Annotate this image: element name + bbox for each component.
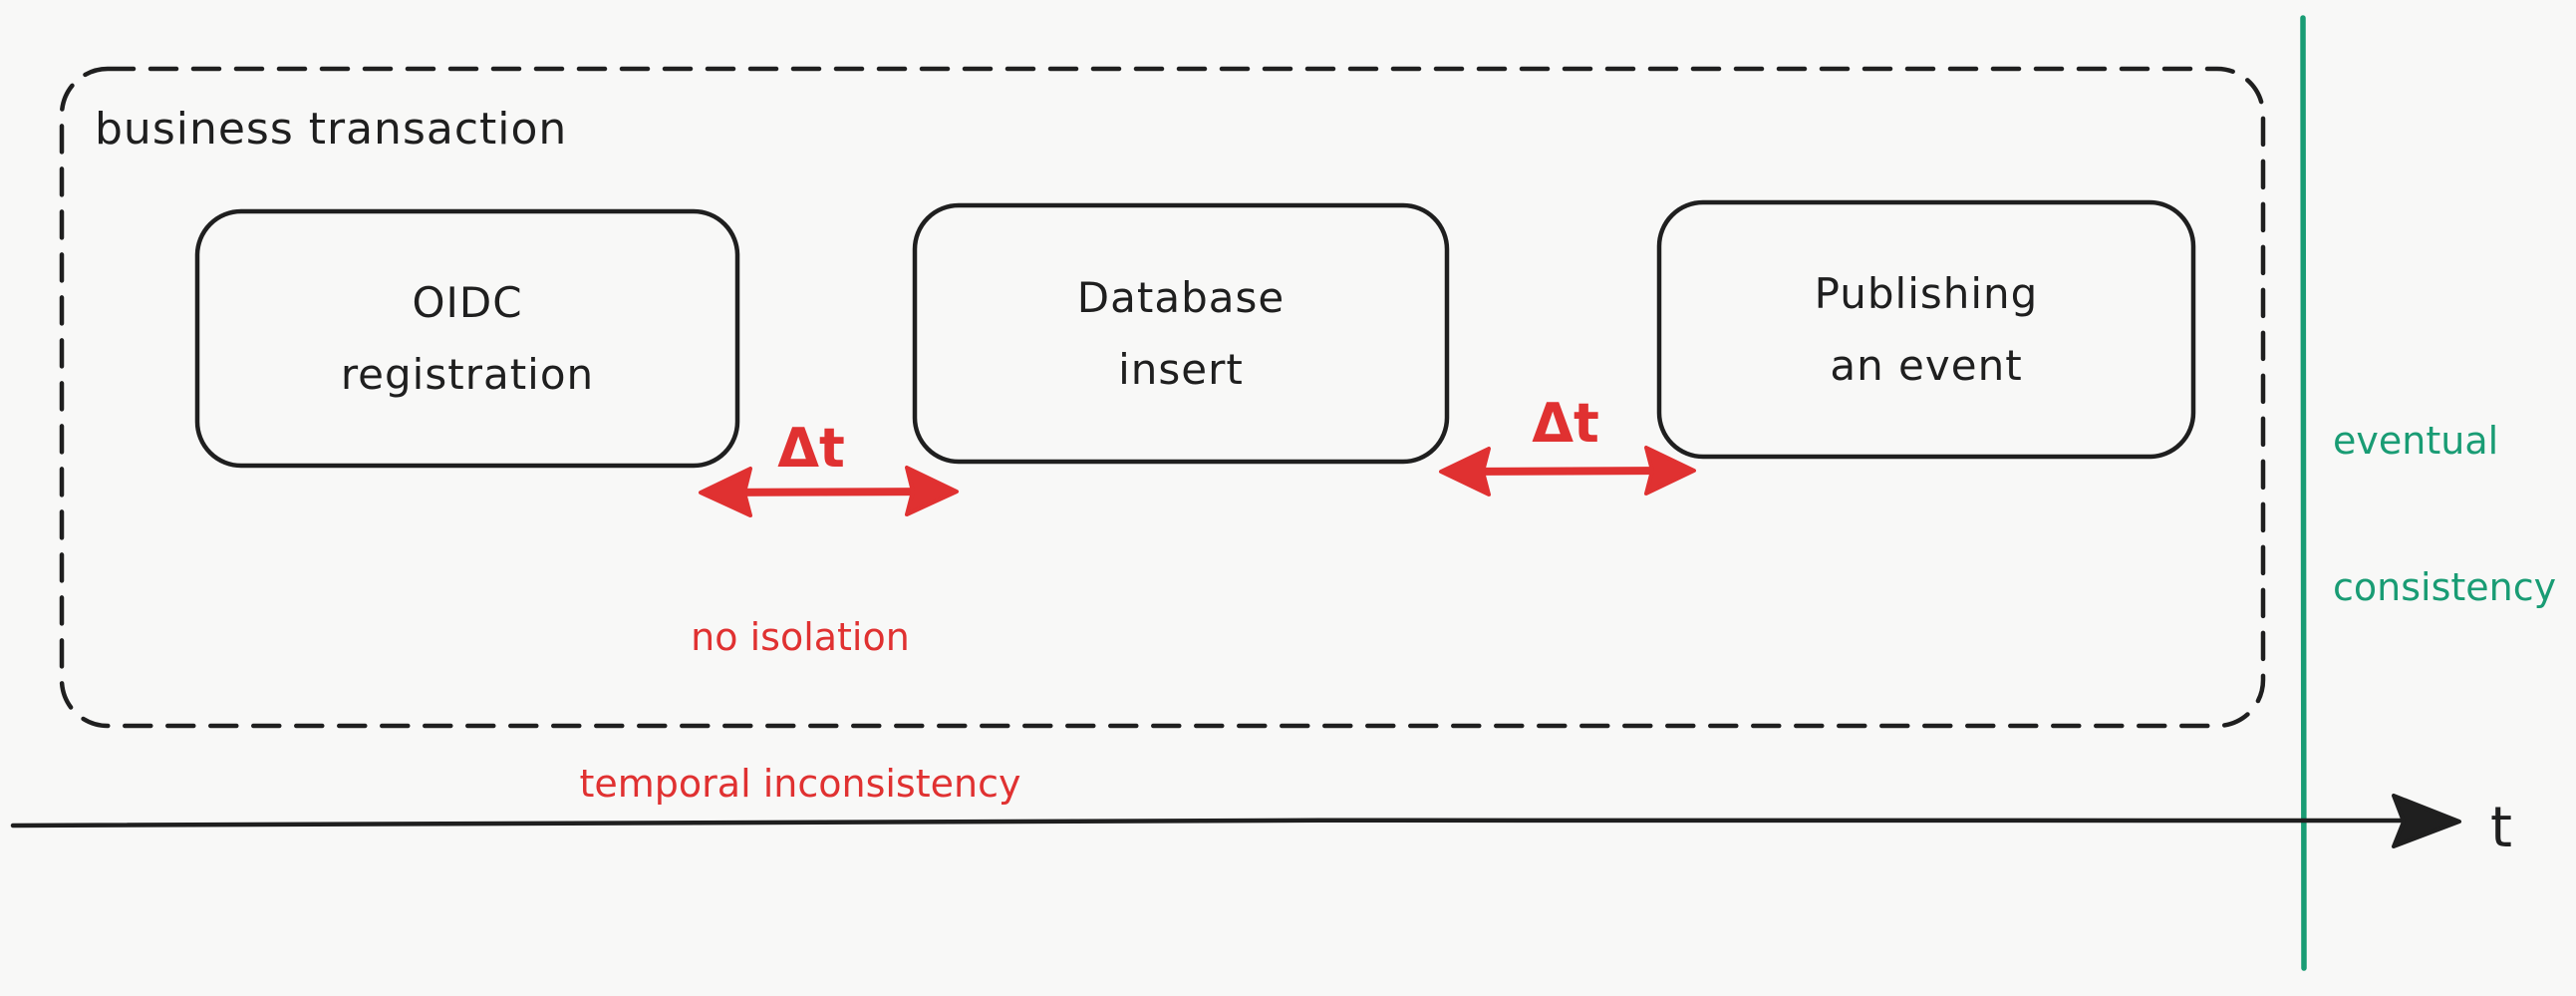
step-label-database-insert: Database insert bbox=[915, 205, 1447, 462]
step-label-line: Publishing bbox=[1814, 268, 2039, 318]
time-axis-label: t bbox=[2490, 796, 2512, 860]
delta-t-label-2: Δt bbox=[1532, 392, 1599, 455]
step-label-oidc-registration: OIDC registration bbox=[197, 211, 737, 466]
delta-arrow-2 bbox=[1439, 446, 1696, 497]
step-label-line: an event bbox=[1830, 340, 2023, 390]
delta-arrow-1 bbox=[699, 466, 959, 517]
step-label-line: registration bbox=[340, 349, 595, 399]
step-box-publishing-event bbox=[1656, 199, 2196, 460]
time-axis-arrowhead bbox=[2392, 794, 2461, 848]
step-label-line: insert bbox=[1118, 344, 1244, 394]
business-transaction-title: business transaction bbox=[95, 104, 568, 155]
step-box-database-insert bbox=[912, 202, 1450, 465]
step-label-line: OIDC bbox=[412, 277, 523, 327]
eventual-consistency-line-2: consistency bbox=[2333, 565, 2557, 609]
eventual-consistency-label: eventual consistency bbox=[2333, 319, 2556, 710]
step-box-oidc-registration bbox=[194, 208, 740, 469]
eventual-consistency-line-1: eventual bbox=[2333, 419, 2499, 463]
isolation-note-line-2: temporal inconsistency bbox=[579, 762, 1021, 806]
delta-t-label-1: Δt bbox=[777, 417, 845, 480]
eventual-consistency-line bbox=[2300, 15, 2307, 971]
time-axis bbox=[10, 794, 2461, 848]
business-transaction-frame bbox=[59, 66, 2266, 729]
step-label-line: Database bbox=[1076, 272, 1286, 322]
step-label-publishing-event: Publishing an event bbox=[1659, 202, 2193, 457]
isolation-note: no isolation temporal inconsistency bbox=[501, 515, 1099, 906]
isolation-note-line-1: no isolation bbox=[691, 615, 910, 659]
time-axis-line bbox=[10, 818, 2434, 829]
